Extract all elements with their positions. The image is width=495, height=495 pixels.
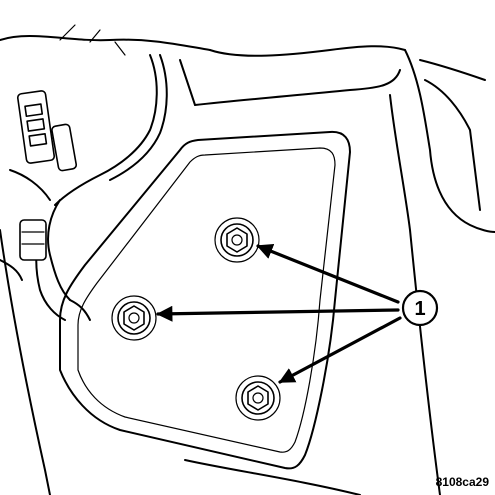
electrical-connector — [19, 219, 47, 261]
leader-arrow — [278, 316, 402, 384]
callout-bubble: 1 — [401, 289, 439, 327]
figure-code: 8108ca29 — [435, 475, 489, 489]
bolt — [235, 375, 281, 421]
bolt — [111, 295, 157, 341]
mounting-plate — [59, 130, 351, 470]
bolt — [214, 217, 260, 263]
electrical-connector — [51, 123, 78, 172]
callout-number: 1 — [414, 298, 425, 320]
leader-arrow — [156, 305, 400, 322]
wiring-harness — [0, 54, 168, 321]
leader-arrow — [256, 243, 400, 304]
body-panel-outline — [0, 24, 495, 495]
